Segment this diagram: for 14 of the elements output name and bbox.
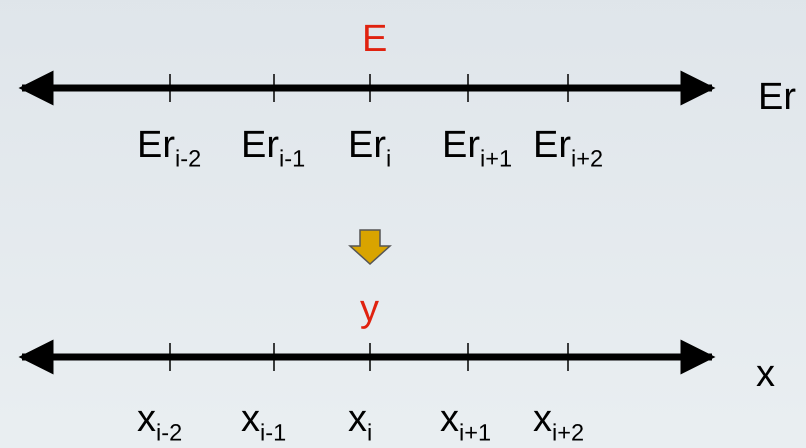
tick-label: Er$_{i+1}$ xyxy=(442,126,512,171)
variable-label: y xyxy=(360,290,379,328)
tick-label: x$_{i+1}$ xyxy=(440,400,492,445)
tick-label: x$_{i-1}$ xyxy=(241,400,286,445)
tick-label: x$_{i}$ xyxy=(348,400,372,445)
tick-label: Er$_{i}$ xyxy=(348,126,392,171)
tick-label: Er$_{i-2}$ xyxy=(137,126,202,171)
tick-label: x$_{i-2}$ xyxy=(137,400,182,445)
variable-label: E xyxy=(362,20,388,58)
axis-label: x xyxy=(756,355,775,393)
axis-label: Er xyxy=(758,78,796,116)
tick-label: Er$_{i+2}$ xyxy=(533,126,604,171)
tick-label: x$_{i+2}$ xyxy=(533,400,584,445)
tick-label: Er$_{i-1}$ xyxy=(241,126,306,171)
